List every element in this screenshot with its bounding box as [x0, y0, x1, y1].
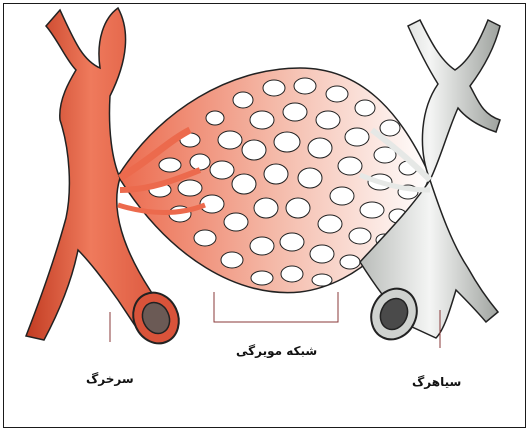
artery-label: سرخرگ [86, 372, 134, 386]
vein-label: سیاهرگ [412, 375, 461, 389]
capillary-network-label: شبکه مویرگی [236, 344, 317, 358]
vein [360, 20, 500, 347]
network-bracket [214, 292, 338, 322]
artery [26, 8, 205, 351]
